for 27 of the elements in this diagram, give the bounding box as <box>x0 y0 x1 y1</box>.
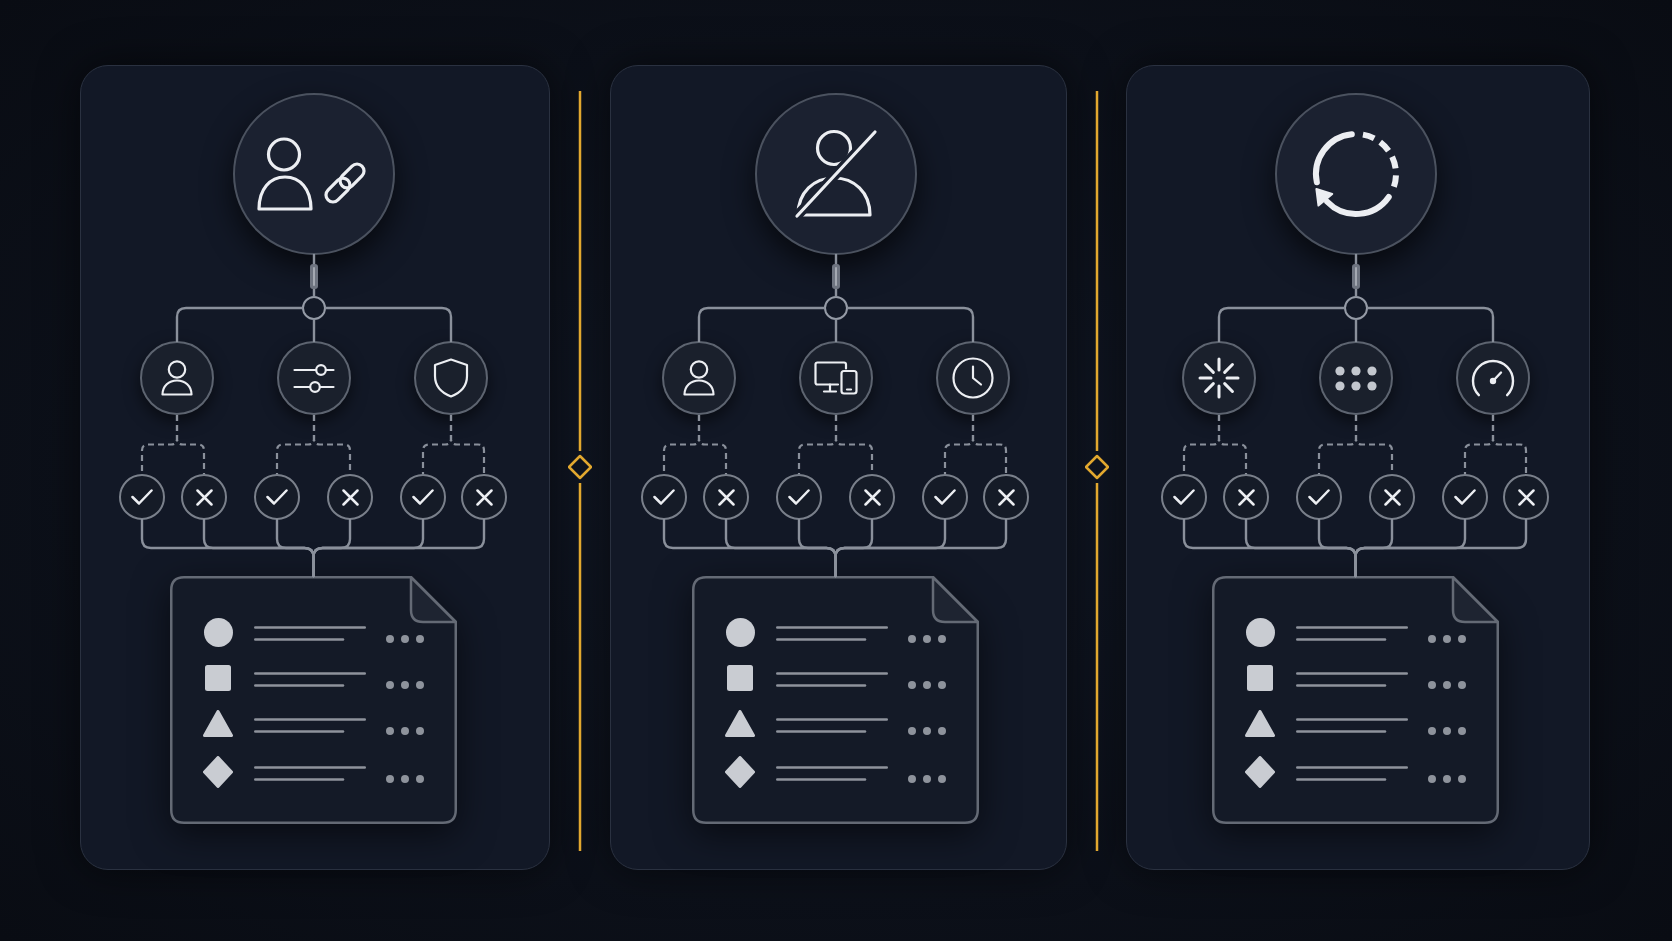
connector-line <box>834 518 1008 578</box>
connector-line <box>312 253 316 298</box>
document-card <box>170 576 457 824</box>
connector-line <box>697 306 826 343</box>
connector-line <box>1217 306 1346 343</box>
dashed-connector-line <box>175 415 206 474</box>
connector-line <box>324 306 453 343</box>
dashed-connector-line <box>1217 415 1248 474</box>
panel-card <box>80 65 550 870</box>
connector-line <box>846 306 975 343</box>
document-card <box>692 576 979 824</box>
connector-line <box>1354 318 1358 343</box>
connector-line <box>1354 253 1358 298</box>
document-card <box>1212 576 1499 824</box>
dashed-connector-line <box>449 415 486 474</box>
connector-line <box>834 318 838 343</box>
dashed-connector-line <box>1491 415 1528 474</box>
connector-line <box>834 253 838 298</box>
connector-line <box>1354 518 1528 578</box>
connector-line <box>312 318 316 343</box>
connector-line <box>1366 306 1495 343</box>
connector-line <box>175 306 304 343</box>
panel-card <box>610 65 1067 870</box>
panel-card <box>1126 65 1590 870</box>
connector-line <box>312 518 486 578</box>
dashed-connector-line <box>697 415 728 474</box>
dashed-connector-line <box>971 415 1008 474</box>
